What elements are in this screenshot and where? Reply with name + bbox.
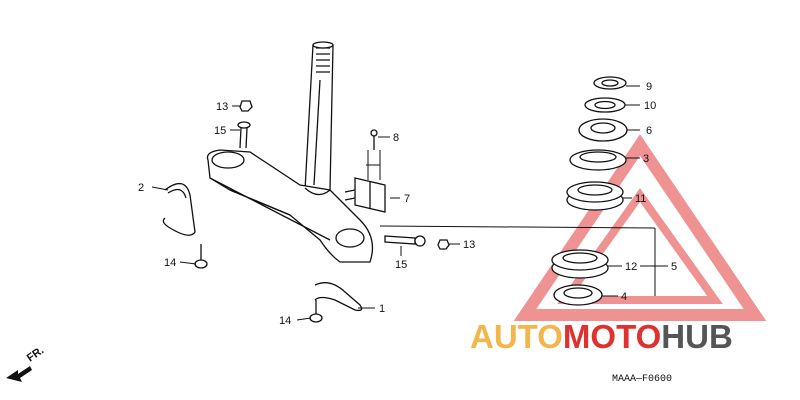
race-part-4 — [553, 284, 603, 306]
nut-part-6 — [578, 118, 628, 142]
label-part-2: 2 — [138, 182, 144, 194]
bottom-bridge — [206, 149, 374, 263]
label-part-12: 12 — [625, 261, 637, 273]
steering-stem — [304, 41, 334, 191]
watermark-hub: HUB — [661, 318, 733, 355]
watermark-triangle — [513, 134, 767, 321]
bolt-part-8 — [370, 129, 378, 150]
diagram-code: MAAA—F0600 — [612, 374, 672, 385]
label-part-14-left: 14 — [164, 257, 176, 269]
watermark-moto: MOTO — [563, 318, 661, 355]
leader-lines — [151, 85, 668, 321]
label-part-15-right: 15 — [395, 259, 407, 271]
bolt-part-15-top — [237, 121, 251, 149]
bolt-part-14-left — [194, 244, 208, 269]
clip-part-2 — [162, 183, 196, 236]
watermark-auto: AUTO — [470, 318, 563, 355]
label-part-8: 8 — [393, 132, 399, 144]
race-part-3 — [569, 149, 627, 171]
label-part-13-top: 13 — [216, 101, 228, 113]
label-part-13-right: 13 — [463, 239, 475, 251]
clip-part-1 — [314, 282, 363, 312]
bolt-part-14-bottom — [309, 300, 323, 323]
label-part-4: 4 — [621, 291, 627, 303]
label-part-9: 9 — [646, 81, 652, 93]
watermark-logo: AUTOMOTOHUB — [470, 318, 733, 355]
label-part-11: 11 — [635, 193, 646, 205]
nut-part-13-right — [437, 239, 450, 250]
label-part-5: 5 — [671, 261, 677, 273]
label-part-3: 3 — [643, 153, 649, 165]
bolt-part-15-right — [384, 235, 426, 247]
front-direction-marker: FR. — [6, 344, 46, 382]
label-part-6: 6 — [646, 125, 652, 137]
label-part-15-top: 15 — [214, 125, 226, 137]
label-part-1: 1 — [379, 303, 385, 315]
nut-part-9 — [593, 76, 627, 90]
nut-part-13-top — [239, 100, 253, 112]
bracket-part-7 — [344, 177, 386, 213]
label-part-7: 7 — [404, 193, 410, 205]
bearing-part-12 — [551, 249, 609, 279]
washer-part-10 — [584, 97, 626, 113]
front-direction-label: FR. — [25, 344, 46, 364]
bearing-part-11 — [566, 181, 624, 211]
label-part-14-bottom: 14 — [279, 315, 291, 327]
label-part-10: 10 — [644, 100, 656, 112]
